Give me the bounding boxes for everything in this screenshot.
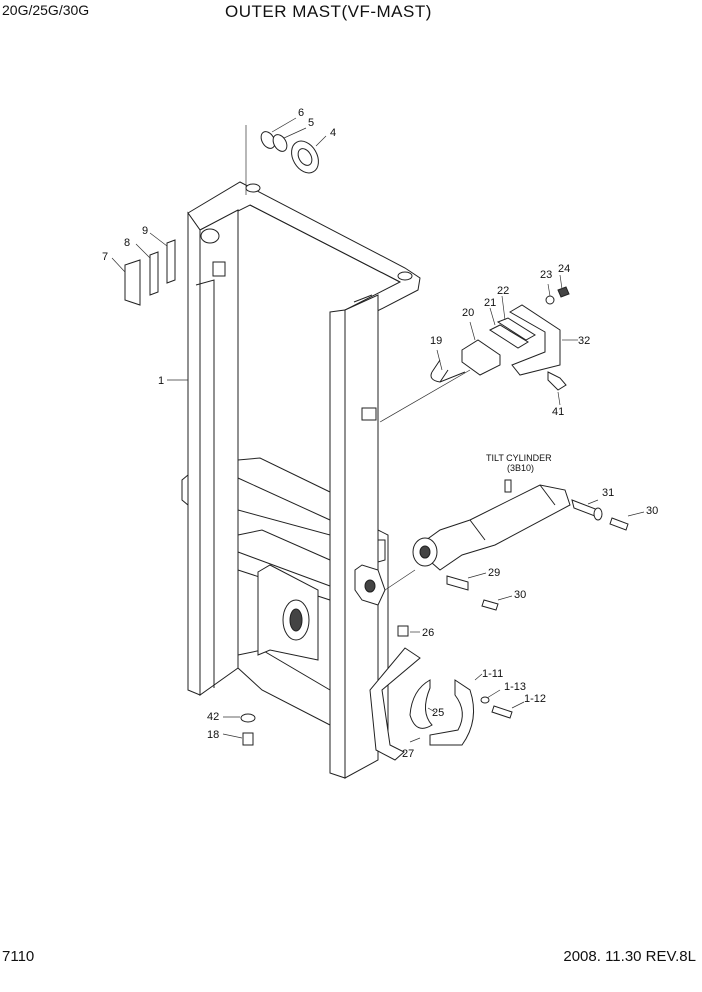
callout-42: 42	[207, 711, 219, 723]
callout-1: 1	[158, 375, 164, 387]
callout-25: 25	[432, 707, 444, 719]
callout-1-11: 1-11	[482, 668, 503, 680]
callout-23: 23	[540, 269, 552, 281]
page-title: OUTER MAST(VF-MAST)	[225, 2, 432, 21]
callout-24: 24	[558, 263, 570, 275]
callout-numbers: 6 5 4 9 8 7 1 24 23 22 21 20 32 19 41 TI…	[102, 107, 658, 760]
tilt-cylinder	[384, 479, 571, 591]
callout-9: 9	[142, 225, 148, 237]
bracket-assembly	[379, 286, 570, 423]
callout-8: 8	[124, 237, 130, 249]
callout-20: 20	[462, 307, 474, 319]
callout-31: 31	[602, 487, 614, 499]
callout-1-13: 1-13	[504, 681, 526, 693]
callout-32: 32	[578, 335, 590, 347]
callout-1-12: 1-12	[524, 693, 546, 705]
callout-18: 18	[207, 729, 219, 741]
callout-4: 4	[330, 127, 336, 139]
callout-27: 27	[402, 748, 414, 760]
callout-29: 29	[488, 567, 500, 579]
callout-22: 22	[497, 285, 509, 297]
bearing-parts	[260, 131, 319, 174]
callout-21: 21	[484, 297, 496, 309]
tilt-cylinder-ref: (3B10)	[507, 463, 534, 473]
pins-and-bolts	[240, 499, 629, 746]
callout-30-upper: 30	[646, 505, 658, 517]
page-number: 7110	[2, 948, 35, 965]
outer-mast-frame	[181, 125, 421, 779]
tilt-cylinder-label: TILT CYLINDER	[486, 453, 552, 463]
callout-7: 7	[102, 251, 108, 263]
cap-and-liner	[369, 647, 513, 761]
callout-30-lower: 30	[514, 589, 526, 601]
leader-lines	[111, 117, 645, 743]
model-label: 20G/25G/30G	[2, 2, 90, 18]
callout-26: 26	[422, 627, 434, 639]
callout-5: 5	[308, 117, 314, 129]
wear-plates	[124, 239, 176, 306]
callout-6: 6	[298, 107, 304, 119]
callout-19: 19	[430, 335, 442, 347]
callout-41: 41	[552, 406, 564, 418]
revision-date: 2008. 11.30 REV.8L	[563, 948, 696, 965]
